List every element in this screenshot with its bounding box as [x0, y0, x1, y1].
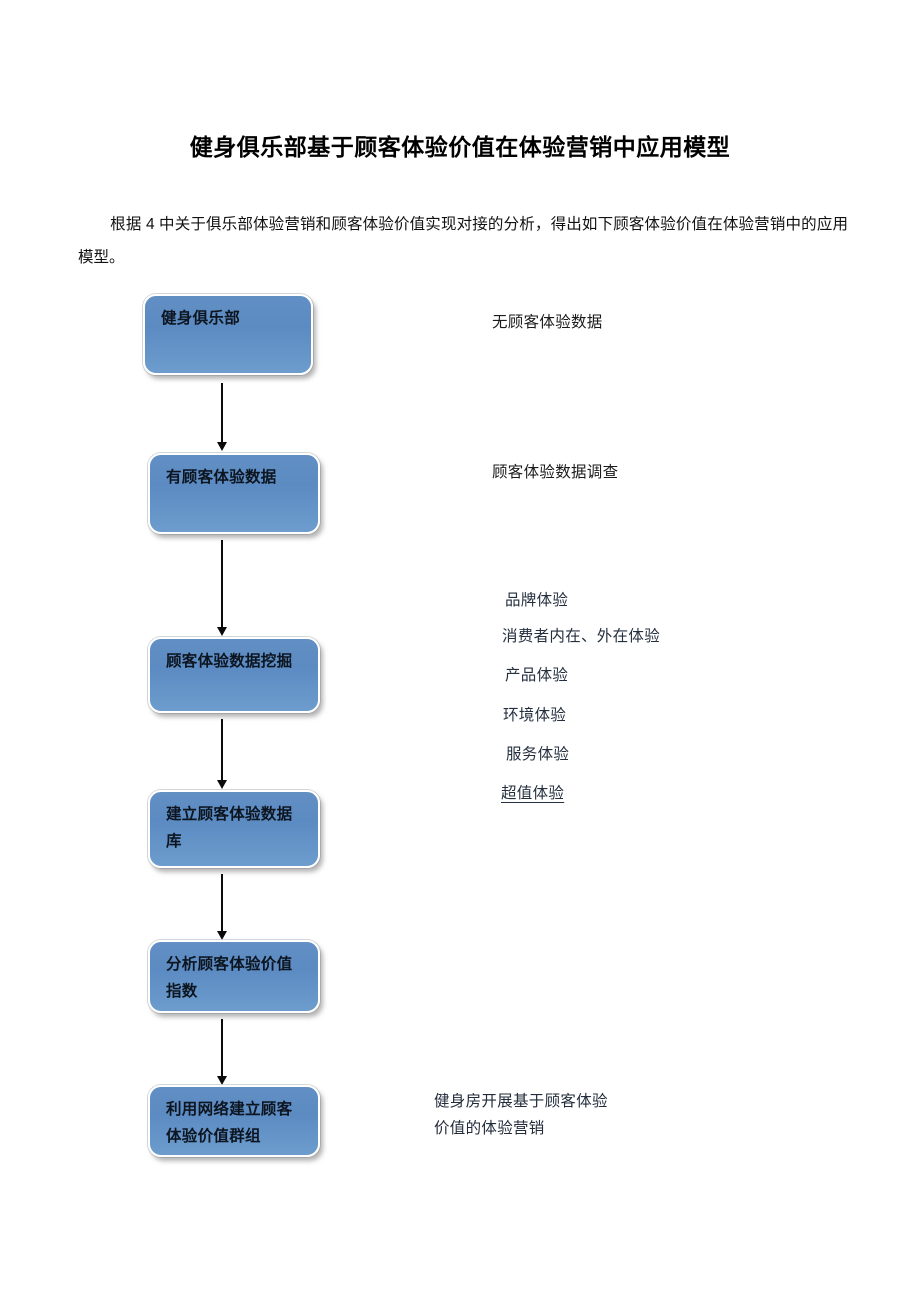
flow-node-cx-data-mining[interactable]: 顾客体验数据挖掘 [148, 637, 320, 713]
flow-node-build-cx-database[interactable]: 建立顾客体验数据 库 [148, 790, 320, 868]
flow-node-fitness-club[interactable]: 健身俱乐部 [143, 294, 313, 375]
flow-arrow-4 [217, 874, 227, 940]
flow-arrow-1 [217, 383, 227, 451]
annotation-gym-marketing-line2: 价值的体验营销 [434, 1120, 545, 1137]
annotation-gym-marketing-line1: 健身房开展基于顾客体验 [434, 1093, 608, 1110]
flow-node-has-cx-data[interactable]: 有顾客体验数据 [148, 453, 320, 534]
flow-node-line: 建立顾客体验数据 [166, 806, 293, 823]
flow-node-line: 顾客体验数据挖掘 [166, 653, 293, 670]
flow-arrow-5 [217, 1019, 227, 1085]
flow-arrow-2 [217, 540, 227, 636]
flow-node-line: 利用网络建立顾客 [166, 1101, 293, 1118]
experience-item-premium-value: 超值体验 [501, 785, 565, 802]
intro-paragraph: 根据 4 中关于俱乐部体验营销和顾客体验价值实现对接的分析，得出如下顾客体验价值… [78, 208, 848, 274]
flow-node-line: 库 [166, 833, 182, 850]
flow-node-build-cx-groups[interactable]: 利用网络建立顾客 体验价值群组 [148, 1085, 320, 1157]
flow-arrow-3 [217, 719, 227, 789]
flow-node-line: 健身俱乐部 [161, 310, 241, 327]
experience-item-brand: 品牌体验 [505, 592, 569, 609]
intro-paragraph-text: 根据 4 中关于俱乐部体验营销和顾客体验价值实现对接的分析，得出如下顾客体验价值… [78, 216, 848, 266]
experience-item-service: 服务体验 [506, 746, 570, 763]
flow-node-line: 分析顾客体验价值 [166, 956, 293, 973]
flow-node-line: 有顾客体验数据 [166, 469, 277, 486]
page-title: 健身俱乐部基于顾客体验价值在体验营销中应用模型 [189, 134, 731, 160]
flow-node-line: 体验价值群组 [166, 1128, 261, 1145]
annotation-no-cx-data: 无顾客体验数据 [492, 314, 603, 331]
experience-item-product: 产品体验 [505, 667, 569, 684]
flow-node-line: 指数 [166, 983, 198, 1000]
annotation-cx-data-survey: 顾客体验数据调查 [492, 464, 619, 481]
experience-item-consumer-internal-external: 消费者内在、外在体验 [502, 628, 661, 645]
experience-item-environment: 环境体验 [503, 707, 567, 724]
annotation-gym-marketing: 健身房开展基于顾客体验 价值的体验营销 [434, 1088, 608, 1142]
flow-node-analyze-cx-index[interactable]: 分析顾客体验价值 指数 [148, 940, 320, 1013]
